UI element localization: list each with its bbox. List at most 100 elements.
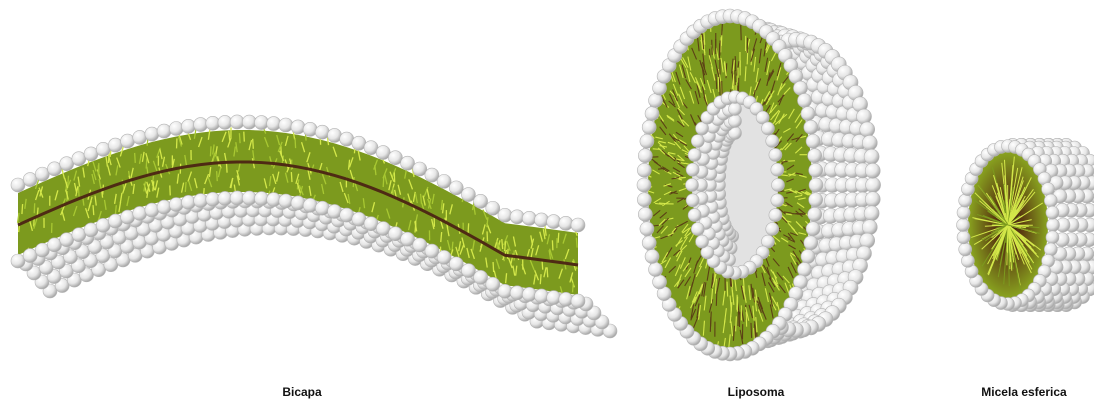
lipid-tail xyxy=(253,139,254,149)
lipid-head xyxy=(637,163,651,177)
lipid-head xyxy=(498,284,512,298)
lipid-tail xyxy=(244,132,245,142)
lipid-head xyxy=(797,263,811,277)
lipid-tail xyxy=(226,163,227,173)
lipid-head xyxy=(559,292,573,306)
lipid-head xyxy=(206,192,220,206)
lipid-head xyxy=(860,233,875,248)
lipid-head xyxy=(571,294,585,308)
lipid-head xyxy=(425,244,439,258)
lipid-head xyxy=(267,117,281,131)
lipid-head xyxy=(291,120,305,134)
lipid-head xyxy=(437,250,451,264)
lipid-head xyxy=(194,194,208,208)
bilayer-figure xyxy=(11,115,617,338)
lipid-tail xyxy=(736,316,737,331)
lipid-head xyxy=(640,134,654,148)
lipid-tail xyxy=(153,181,154,191)
lipid-head xyxy=(809,163,823,177)
lipid-tail xyxy=(547,267,548,277)
lipid-head xyxy=(401,232,415,246)
lipid-head xyxy=(797,94,811,108)
lipid-tail xyxy=(508,249,509,259)
lipid-tail xyxy=(558,233,559,243)
lipid-head xyxy=(254,192,268,206)
lipid-head xyxy=(640,222,654,236)
lipid-head xyxy=(413,238,427,252)
lipid-head xyxy=(522,287,536,301)
lipid-head xyxy=(1042,183,1055,196)
lipid-head xyxy=(145,203,159,217)
lipid-head xyxy=(793,81,807,95)
lipid-head xyxy=(696,235,709,248)
lipid-head xyxy=(157,124,171,138)
lipid-head xyxy=(771,194,784,207)
lipid-head xyxy=(961,254,974,267)
micelle-tails xyxy=(957,140,1060,311)
lipid-head xyxy=(145,127,159,141)
lipid-tail xyxy=(727,282,728,297)
lipid-tail xyxy=(22,204,23,214)
lipid-head xyxy=(108,138,122,152)
lipid-head xyxy=(856,109,871,124)
lipid-tail xyxy=(383,177,384,187)
lipid-head xyxy=(1044,194,1057,207)
micelle-figure xyxy=(957,138,1094,311)
lipid-head xyxy=(498,208,512,222)
lipid-head xyxy=(771,163,784,176)
lipid-head xyxy=(645,107,659,121)
lipid-tail xyxy=(210,146,211,156)
lipid-head xyxy=(809,178,823,192)
lipid-head xyxy=(691,223,704,236)
lipid-head xyxy=(328,128,342,142)
liposome-figure xyxy=(637,9,881,361)
lipid-tail xyxy=(239,133,240,143)
lipid-head xyxy=(328,204,342,218)
lipid-head xyxy=(959,243,972,256)
lipid-head xyxy=(279,118,293,132)
lipid-head xyxy=(808,207,822,221)
lipid-head xyxy=(133,130,147,144)
lipid-head xyxy=(474,270,488,284)
lipid-head xyxy=(121,210,135,224)
lipid-head xyxy=(801,107,815,121)
lipid-head xyxy=(474,194,488,208)
lipid-tail xyxy=(493,262,494,272)
lipid-tail xyxy=(712,40,713,55)
lipid-head xyxy=(1046,206,1059,219)
lipid-tail xyxy=(573,282,574,292)
lipid-head xyxy=(194,118,208,132)
lipid-head xyxy=(809,193,823,207)
lipid-tail xyxy=(735,56,736,71)
lipid-head xyxy=(649,94,663,108)
lipid-tail xyxy=(185,182,186,192)
lipid-head xyxy=(642,236,656,250)
lipid-head xyxy=(642,120,656,134)
lipid-head xyxy=(959,194,972,207)
lipid-head xyxy=(510,210,524,224)
lipid-head xyxy=(254,116,268,130)
lipid-head xyxy=(686,194,699,207)
micelle-caption: Micela esferica xyxy=(981,385,1066,399)
lipid-head xyxy=(865,163,880,178)
lipid-head xyxy=(181,119,195,133)
lipid-head xyxy=(645,249,659,263)
lipid-head xyxy=(267,193,281,207)
lipid-head xyxy=(486,201,500,215)
lipid-head xyxy=(804,120,818,134)
lipid-head xyxy=(315,201,329,215)
lipid-tail xyxy=(291,172,292,182)
lipid-head xyxy=(866,178,881,193)
lipid-head xyxy=(486,277,500,291)
lipid-head xyxy=(649,263,663,277)
lipid-tail xyxy=(718,77,719,92)
bilayer-caption: Bicapa xyxy=(282,385,321,399)
lipid-head xyxy=(801,249,815,263)
lipid-head xyxy=(461,188,475,202)
lipid-head xyxy=(303,122,317,136)
lipid-head xyxy=(1047,219,1060,232)
lipid-head xyxy=(638,207,652,221)
lipid-tail xyxy=(468,223,469,233)
lipid-head xyxy=(1044,243,1057,256)
